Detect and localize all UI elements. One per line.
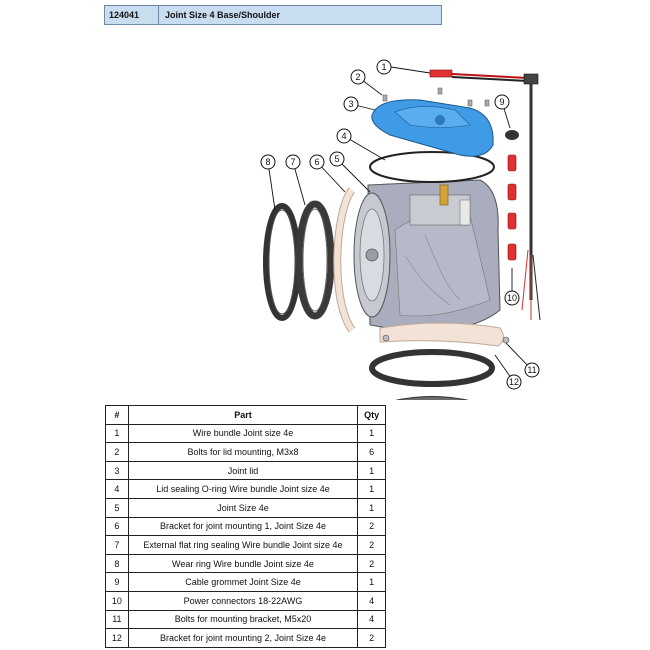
joint-lid-illustration: [371, 99, 494, 157]
row-qty: 4: [357, 609, 386, 630]
callout-11: 11: [524, 362, 540, 378]
svg-text:1: 1: [381, 62, 386, 72]
row-part: Bolts for lid mounting, M3x8: [127, 442, 359, 462]
row-qty: 1: [357, 479, 386, 499]
row-part: Joint lid: [127, 460, 359, 481]
flat-ring-illustration: [295, 200, 335, 320]
row-part: Bracket for joint mounting 2, Joint Size…: [127, 628, 359, 648]
svg-text:8: 8: [265, 157, 270, 167]
svg-text:5: 5: [334, 154, 339, 164]
row-part: Bracket for joint mounting 1, Joint Size…: [127, 516, 359, 537]
row-part: Joint Size 4e: [127, 497, 359, 518]
row-number: 9: [105, 572, 129, 592]
bracket-2-illustration: [379, 322, 504, 347]
svg-text:4: 4: [341, 131, 346, 141]
row-qty: 1: [357, 572, 386, 592]
svg-text:6: 6: [314, 157, 319, 167]
callout-2: 2: [350, 69, 366, 85]
header-qty: Qty: [357, 405, 386, 425]
row-part: Wire bundle Joint size 4e: [127, 423, 359, 444]
row-part: Wear ring Wire bundle Joint size 4e: [127, 553, 359, 574]
lower-flat-ring-illustration: [369, 349, 495, 387]
parts-table-header-row: # Part Qty: [105, 405, 386, 425]
callout-7: 7: [285, 154, 301, 170]
svg-text:12: 12: [509, 377, 519, 387]
row-number: 6: [105, 516, 129, 537]
row-number: 8: [105, 553, 129, 574]
callout-6: 6: [309, 154, 325, 170]
svg-text:2: 2: [355, 72, 360, 82]
row-number: 11: [105, 609, 129, 630]
callout-5: 5: [329, 151, 345, 167]
row-number: 12: [105, 628, 129, 648]
row-number: 5: [105, 497, 129, 518]
callout-9: 9: [494, 94, 510, 110]
callout-labels: 1 2 3 4 5 6 7 8 9 10 11 12: [260, 59, 540, 390]
document-title: Joint Size 4 Base/Shoulder: [165, 10, 281, 20]
lid-o-ring-illustration: [369, 151, 495, 183]
bracket-1-illustration: [333, 187, 356, 333]
row-number: 2: [105, 442, 129, 462]
svg-text:9: 9: [499, 97, 504, 107]
row-qty: 2: [357, 628, 386, 648]
row-qty: 2: [357, 553, 386, 574]
row-part: External flat ring sealing Wire bundle J…: [127, 535, 359, 555]
row-number: 10: [105, 590, 129, 611]
callout-4: 4: [336, 128, 352, 144]
row-number: 4: [105, 479, 129, 499]
callout-10: 10: [504, 290, 520, 306]
joint-body-illustration: [353, 179, 501, 332]
document-header: 124041 Joint Size 4 Base/Shoulder: [104, 5, 442, 25]
row-part: Lid sealing O-ring Wire bundle Joint siz…: [127, 479, 359, 499]
row-qty: 1: [357, 497, 386, 518]
cable-grommet-illustration: [505, 130, 519, 140]
svg-text:11: 11: [527, 365, 536, 375]
row-qty: 6: [357, 442, 386, 462]
svg-text:7: 7: [290, 157, 295, 167]
wire-bundle-illustration: [429, 69, 541, 321]
row-qty: 1: [357, 423, 386, 444]
svg-text:10: 10: [507, 293, 517, 303]
callout-3: 3: [343, 96, 359, 112]
row-number: 1: [105, 423, 129, 444]
row-part: Power connectors 18-22AWG: [127, 590, 359, 611]
callout-1: 1: [376, 59, 392, 75]
row-qty: 4: [357, 590, 386, 611]
lid-bolts-illustration: [382, 87, 490, 107]
part-code: 124041: [105, 6, 159, 24]
callout-12: 12: [506, 374, 522, 390]
row-qty: 2: [357, 535, 386, 555]
svg-text:3: 3: [348, 99, 353, 109]
row-qty: 1: [357, 460, 386, 481]
row-number: 3: [105, 460, 129, 481]
wear-ring-illustration: [263, 203, 301, 321]
bracket-bolts-illustration: [382, 334, 510, 344]
lower-wear-ring-illustration: [395, 396, 469, 400]
row-part: Cable grommet Joint Size 4e: [127, 572, 359, 592]
row-part: Bolts for mounting bracket, M5x20: [127, 609, 359, 630]
header-part: Part: [127, 405, 359, 425]
header-number: #: [105, 405, 129, 425]
row-qty: 2: [357, 516, 386, 537]
row-number: 7: [105, 535, 129, 555]
exploded-view-diagram: 1 2 3 4 5 6 7 8 9 10 11 12: [260, 59, 541, 400]
power-connectors-illustration: [507, 154, 517, 261]
callout-8: 8: [260, 154, 276, 170]
